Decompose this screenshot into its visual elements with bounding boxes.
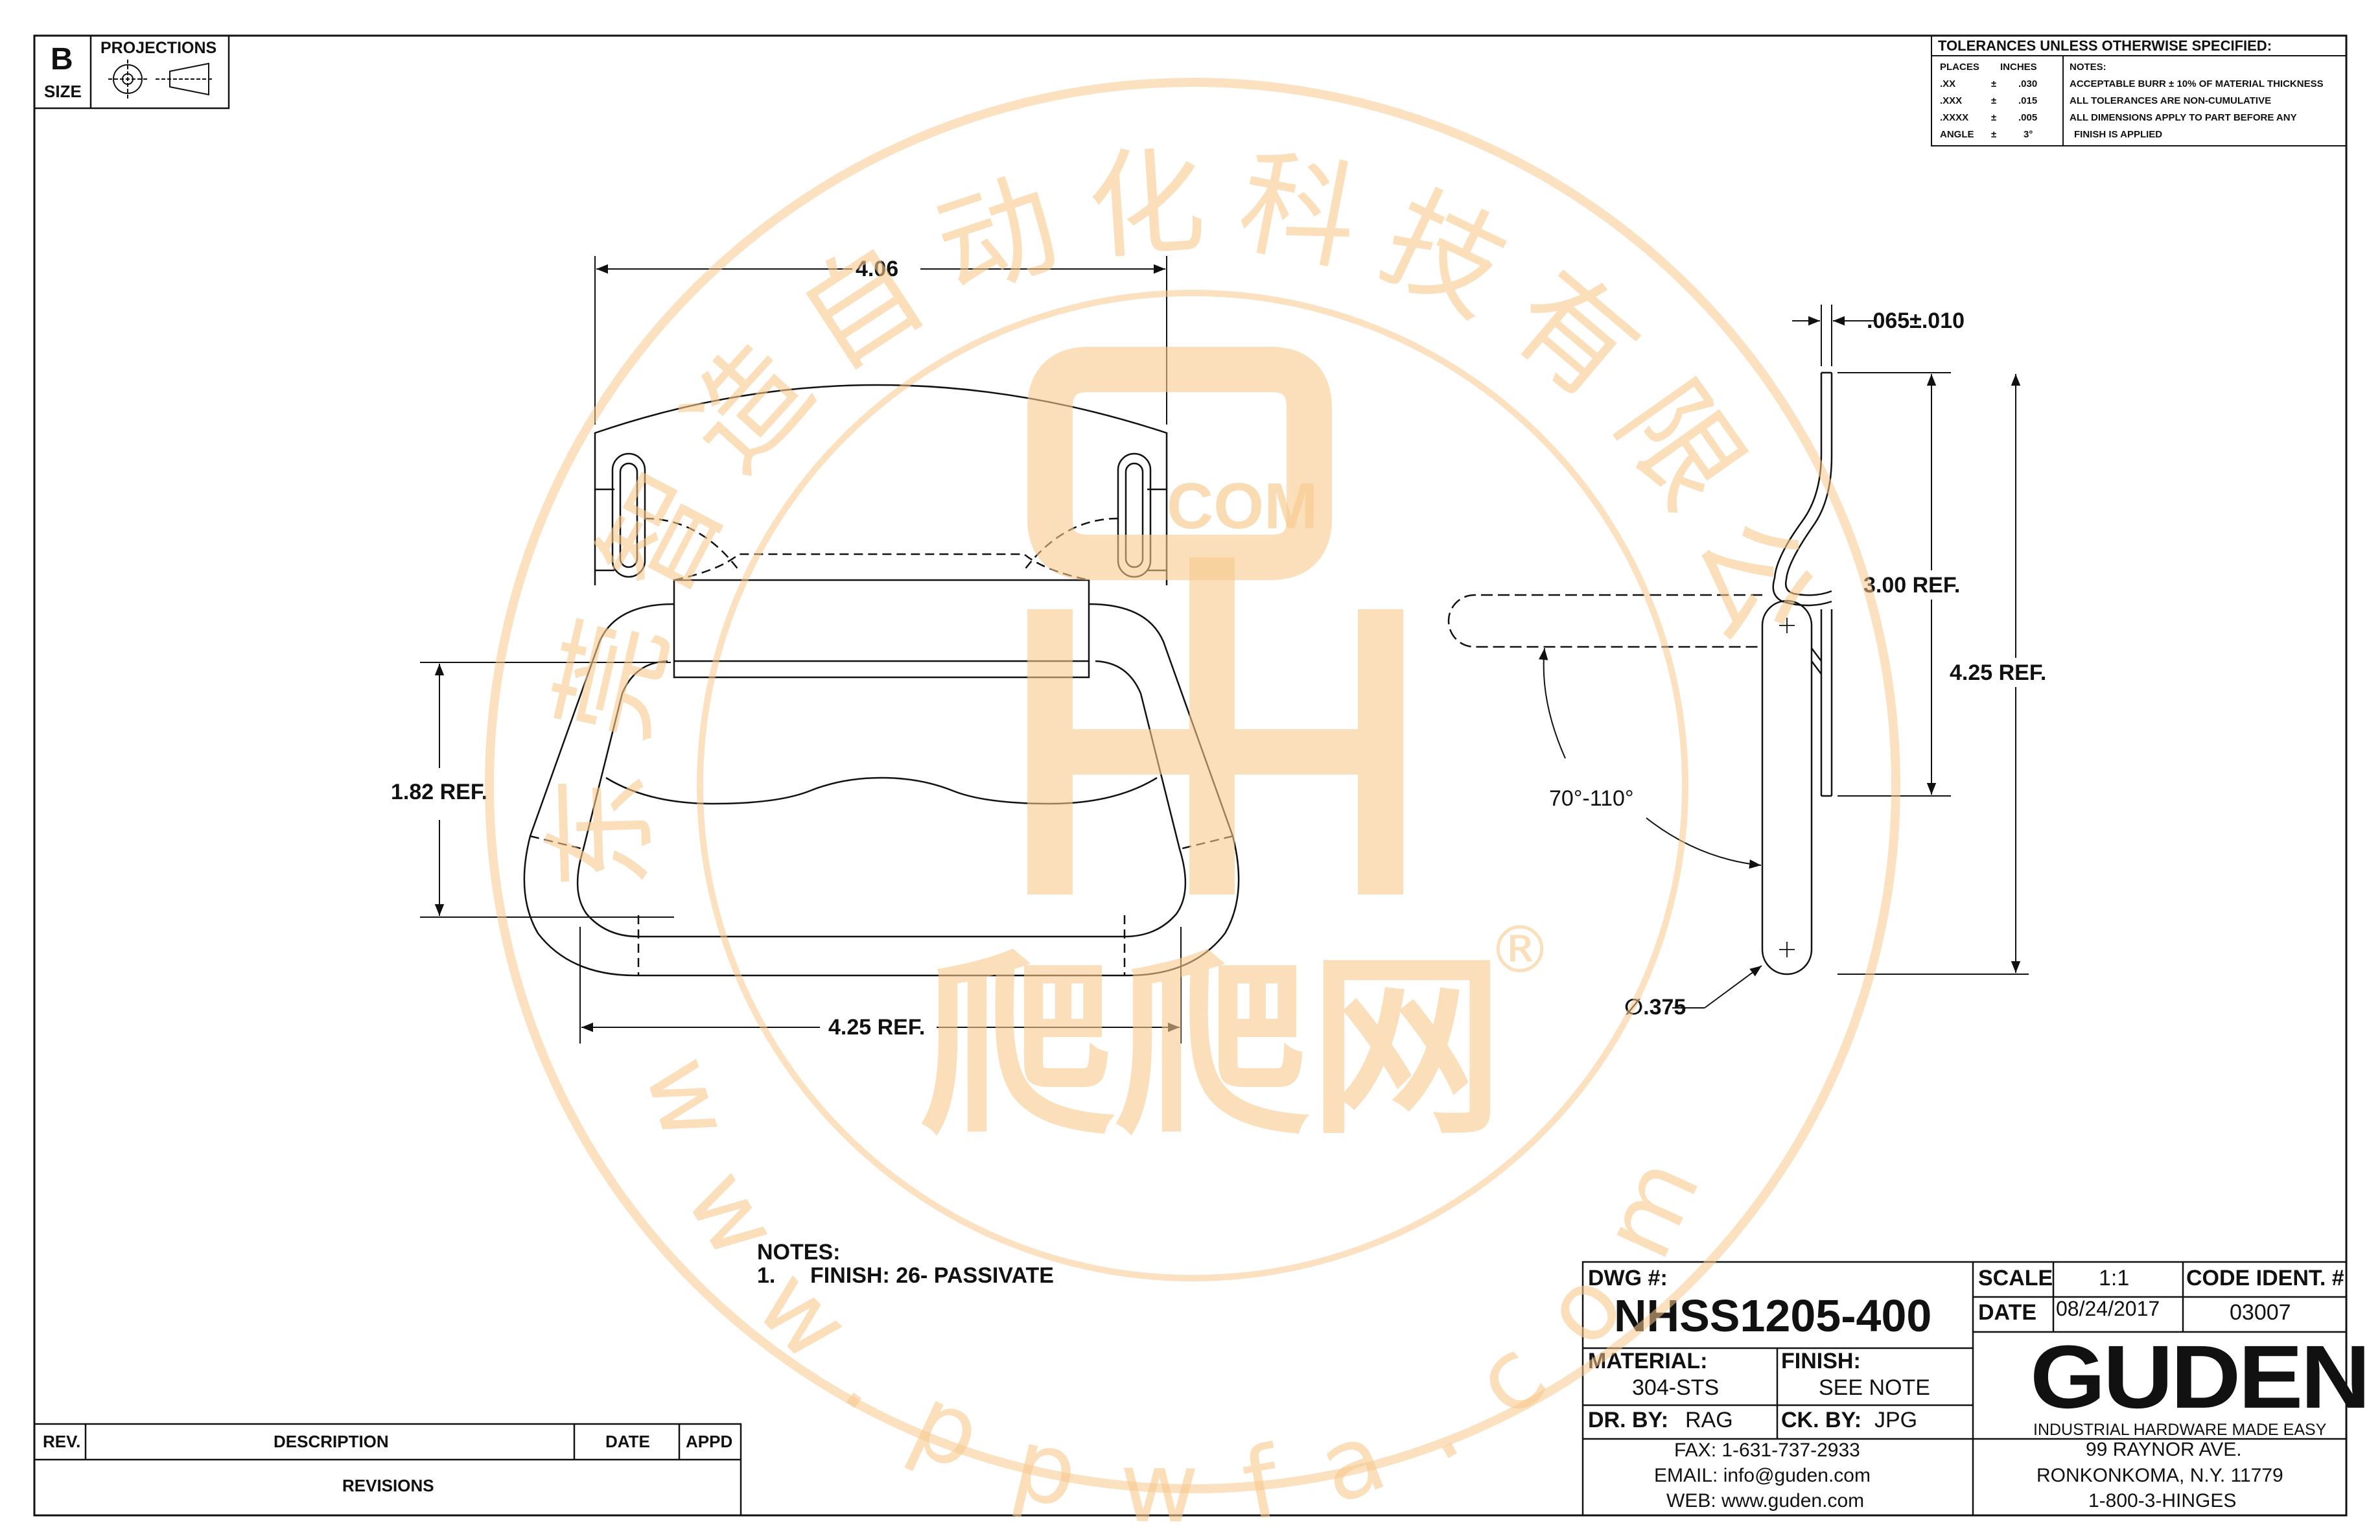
note-text: FINISH: 26- PASSIVATE [810, 1263, 1054, 1288]
finish-value: SEE NOTE [1819, 1375, 1930, 1400]
code-ident-label: CODE IDENT. # [2186, 1266, 2344, 1290]
dim-height-inner: 3.00 REF. [1863, 573, 1961, 598]
dim-width-bottom: 4.25 REF. [828, 1015, 926, 1040]
material-label: MATERIAL: [1588, 1349, 1708, 1373]
note-number: 1. [757, 1263, 776, 1288]
tolerance-pm: ± [1991, 78, 1997, 89]
dwg-number: NHSS1205-400 [1614, 1290, 1932, 1341]
rev-col-desc: DESCRIPTION [274, 1432, 389, 1451]
dim-angle: 70°-110° [1549, 786, 1634, 811]
tolerance-title: TOLERANCES UNLESS OTHERWISE SPECIFIED: [1938, 38, 2272, 54]
notes-title: NOTES: [757, 1240, 841, 1265]
right-slot [1117, 452, 1152, 578]
tolerance-pm: ± [1991, 95, 1997, 106]
tolerance-place: .XX [1940, 78, 1956, 89]
tolerance-note: ALL TOLERANCES ARE NON-CUMULATIVE [2070, 95, 2272, 106]
rev-col-rev: REV. [43, 1432, 81, 1451]
phone-line: 1-800-3-HINGES [2088, 1490, 2237, 1511]
material-value: 304-STS [1632, 1375, 1720, 1400]
scale-label: SCALE [1978, 1266, 2053, 1290]
tolerance-col-inches: INCHES [2000, 62, 2037, 73]
front-view [523, 384, 1240, 977]
dim-thickness: .065±.010 [1867, 309, 1965, 333]
tolerance-pm: ± [1991, 129, 1997, 140]
guden-tagline: INDUSTRIAL HARDWARE MADE EASY [2033, 1421, 2327, 1439]
rev-col-appd: APPD [686, 1432, 733, 1451]
scale-value: 1:1 [2099, 1266, 2130, 1290]
dim-height-total: 4.25 REF. [1950, 660, 2047, 685]
tolerance-place: ANGLE [1940, 129, 1974, 140]
dwg-label: DWG #: [1588, 1266, 1668, 1290]
side-dimensions [1539, 305, 2029, 1009]
tolerance-note: ALL DIMENSIONS APPLY TO PART BEFORE ANY [2070, 112, 2297, 123]
tolerance-value: 3° [2024, 129, 2033, 140]
drawn-by-label: DR. BY: [1588, 1408, 1669, 1432]
tolerance-note: ACCEPTABLE BURR ± 10% OF MATERIAL THICKN… [2070, 78, 2324, 89]
tolerance-place: .XXXX [1940, 112, 1969, 123]
tolerance-value: .030 [2018, 78, 2038, 89]
code-ident-value: 03007 [2230, 1300, 2291, 1325]
date-label: DATE [1978, 1300, 2037, 1325]
tolerance-place: .XXX [1940, 95, 1963, 106]
address-line-1: 99 RAYNOR AVE. [2086, 1439, 2242, 1460]
tolerance-col-notes: NOTES: [2070, 62, 2106, 73]
guden-logo: GUDEN [2030, 1326, 2371, 1427]
tolerance-value: .005 [2018, 112, 2038, 123]
left-slot [611, 452, 646, 578]
dim-height-left: 1.82 REF. [391, 780, 488, 804]
size-block [33, 34, 230, 110]
projection-symbol-icon [108, 60, 214, 99]
contact-email: EMAIL: info@guden.com [1654, 1465, 1871, 1486]
tolerance-value: .015 [2018, 95, 2038, 106]
contact-fax: FAX: 1-631-737-2933 [1674, 1440, 1860, 1461]
tolerance-pm: ± [1991, 112, 1997, 123]
tolerance-note: FINISH IS APPLIED [2074, 129, 2163, 140]
dim-diameter: ∅.375 [1624, 995, 1686, 1020]
contact-web: WEB: www.guden.com [1666, 1490, 1865, 1511]
tolerance-col-places: PLACES [1940, 62, 1979, 73]
tolerance-block [1931, 35, 2347, 146]
revisions-footer: REVISIONS [342, 1476, 434, 1495]
address-line-2: RONKONKOMA, N.Y. 11779 [2036, 1465, 2283, 1486]
drawn-by-value: RAG [1685, 1408, 1733, 1432]
size-caption: SIZE [44, 82, 82, 101]
sheet-border [33, 34, 2348, 1517]
finish-label: FINISH: [1781, 1349, 1861, 1373]
dim-width-top: 4.06 [856, 257, 899, 281]
projections-label: PROJECTIONS [100, 39, 217, 57]
date-value: 08/24/2017 [2056, 1297, 2160, 1320]
checked-by-label: CK. BY: [1781, 1408, 1862, 1432]
size-letter: B [51, 42, 73, 76]
checked-by-value: JPG [1874, 1408, 1918, 1432]
rev-col-date: DATE [605, 1432, 650, 1451]
side-view [1447, 371, 1833, 975]
